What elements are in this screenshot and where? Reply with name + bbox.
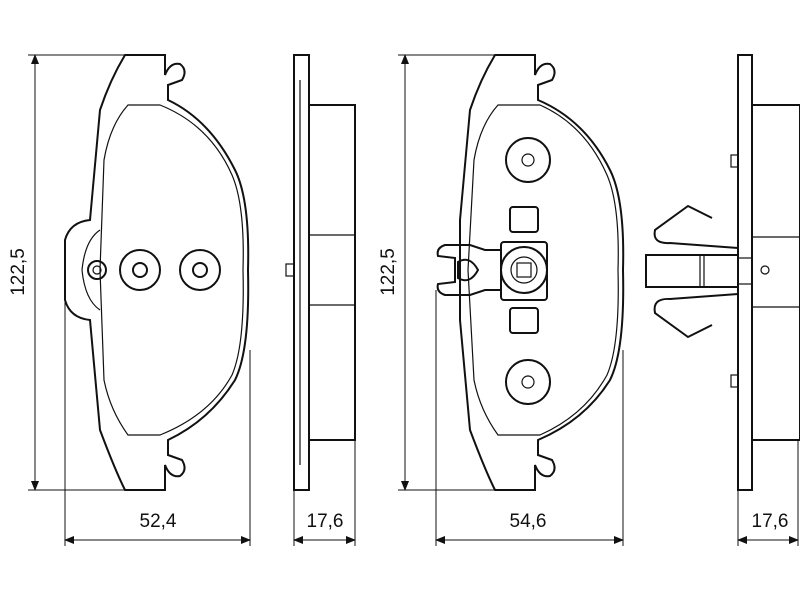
pad1-width-label: 52,4: [140, 511, 177, 532]
pad2-width-label: 54,6: [510, 511, 547, 532]
pad2-thickness-label: 17,6: [752, 511, 789, 532]
pad1-height-label: 122,5: [8, 248, 29, 296]
pad2-height-label: 122,5: [378, 248, 399, 296]
pad2-side-view: [645, 54, 800, 491]
wear-sensor-clip: [436, 206, 548, 334]
spring-clip: [645, 204, 753, 339]
pad1-front-view: [64, 54, 250, 491]
dimensions: 122,5 122,5 52,4 17,6 54,6 17,6: [8, 54, 799, 546]
pad2-front-view: [436, 54, 625, 491]
pad1-side-view: [285, 54, 356, 491]
pad1-thickness-label: 17,6: [307, 511, 344, 532]
